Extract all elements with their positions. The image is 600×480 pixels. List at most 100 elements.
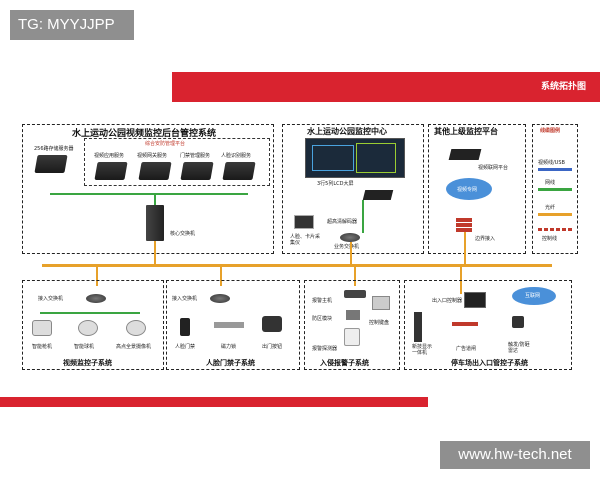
decoder-icon (362, 190, 394, 200)
legend-line-fiber (538, 213, 572, 216)
firewall-icon (456, 218, 472, 232)
watermark-label: www.hw-tech.net (440, 441, 590, 469)
laptop-icon (294, 215, 314, 229)
legend-label-3: 光纤 (545, 205, 556, 211)
face-access-title: 人脸门禁子系统 (206, 358, 255, 367)
dome-camera-icon (78, 320, 98, 336)
video-subsystem-title: 视频监控子系统 (63, 358, 112, 367)
link-parking (460, 264, 462, 294)
core-switch-label: 核心交换机 (170, 231, 196, 237)
face-device-icon (180, 318, 190, 336)
business-switch-icon (340, 233, 360, 242)
server-label-3: 门禁管理服务 (180, 153, 211, 159)
decoder-link (362, 200, 364, 233)
storage-server-icon (34, 155, 68, 173)
link-upper (464, 232, 466, 264)
legend-title: 线缆图例 (540, 128, 561, 134)
display-kiosk-icon (414, 312, 422, 342)
exit-button-icon (262, 316, 282, 332)
keyboard-label: 控制键盘 (369, 320, 390, 326)
zone-module-icon (346, 310, 360, 320)
io-controller-label: 出入口控制器 (432, 298, 463, 304)
platform-server-icon (448, 149, 482, 160)
intrusion-box (304, 280, 400, 370)
alarm-host-label: 报警主机 (312, 298, 333, 304)
link-intrusion (354, 264, 356, 286)
legend-line-net (538, 188, 572, 191)
face-device-label-3: 出门按钮 (262, 344, 283, 350)
detector-icon (344, 328, 360, 346)
camera-label-1: 智能枪机 (32, 344, 53, 350)
camera-label-3: 高点全景摄像机 (116, 344, 152, 350)
zone-module-label: 防区模块 (312, 316, 333, 322)
legend-line-control (538, 228, 572, 231)
decoder-label: 超高清解码器 (327, 219, 358, 225)
backend-bus-line (50, 193, 248, 195)
server-icon-2 (138, 162, 172, 180)
business-switch-label: 业务交换机 (334, 244, 360, 250)
link-face-sub (220, 264, 222, 286)
intrusion-title: 入侵报警子系统 (320, 358, 369, 367)
video-private-net-label: 视频专网 (457, 187, 478, 193)
core-uplink (154, 193, 156, 205)
anticollision-label: 触发/防砸雷达 (508, 342, 530, 354)
capture-camera-icon (512, 316, 524, 328)
bottom-red-bar (0, 397, 428, 407)
server-icon-3 (180, 162, 214, 180)
display-kiosk-label: 新技显示一体机 (412, 344, 433, 356)
control-center-title: 水上运动公园监控中心 (307, 126, 387, 136)
video-access-switch-label: 接入交换机 (38, 296, 64, 302)
camera-label-2: 智能球机 (74, 344, 95, 350)
legend-label-2: 网线 (545, 180, 556, 186)
core-switch-icon (146, 205, 164, 241)
video-backend-box (22, 124, 274, 254)
legend-label-4: 控制线 (542, 236, 558, 242)
face-device-label-1: 人脸门禁 (175, 344, 196, 350)
alarm-host-icon (344, 290, 366, 298)
video-backend-title: 水上运动公园视频监控后台管控系统 (72, 129, 217, 139)
barrier-icon (452, 322, 478, 326)
video-net-platform-label: 视频联网平台 (478, 165, 509, 171)
server-icon-1 (94, 162, 128, 180)
internet-cloud-icon (512, 287, 556, 305)
video-cam-bus (40, 312, 140, 314)
server-label-4: 人脸识别服务 (221, 153, 252, 159)
parking-box (404, 280, 572, 370)
legend-box (532, 124, 578, 254)
io-controller-icon (464, 292, 486, 308)
banner-bar: 系统拓扑图 (172, 72, 600, 102)
backbone-line (42, 264, 552, 267)
border-access-label: 边界接入 (475, 236, 496, 242)
server-label-2: 视频网关服务 (137, 153, 168, 159)
panoramic-camera-icon (126, 320, 146, 336)
cloud-icon (446, 178, 492, 200)
internet-label: 互联网 (525, 293, 541, 299)
server-icon-4 (222, 162, 256, 180)
platform-box (84, 138, 270, 186)
platform-title: 综合安防管理平台 (145, 141, 186, 147)
tg-label: TG: MYYJJPP (10, 10, 134, 40)
link-business (350, 242, 352, 264)
video-access-switch-icon (86, 294, 106, 303)
legend-label-1: 视频线/USB (538, 160, 565, 166)
video-subsystem-box (22, 280, 164, 370)
face-terminal-label: 人脸、卡片采集仪 (290, 234, 321, 246)
bullet-camera-icon (32, 320, 52, 336)
face-access-switch-label: 接入交换机 (172, 296, 198, 302)
link-video-sub (96, 264, 98, 286)
lcd-wall-label: 3行5列LCD大屏 (317, 181, 354, 187)
face-access-box (166, 280, 300, 370)
storage-label: 256路存储服务器 (34, 146, 74, 152)
lcd-wall (305, 138, 405, 178)
link-core (154, 241, 156, 264)
face-access-switch-icon (210, 294, 230, 303)
server-label-1: 视频应用服务 (94, 153, 125, 159)
control-center-box (282, 124, 424, 254)
upper-platform-title: 其他上级监控平台 (434, 126, 498, 136)
upper-platform-box (428, 124, 526, 254)
face-device-label-2: 磁力锁 (221, 344, 237, 350)
parking-title: 停车场出入口管控子系统 (451, 358, 528, 367)
banner-title: 系统拓扑图 (540, 82, 586, 92)
legend-line-video (538, 168, 572, 171)
detector-label: 报警探测器 (312, 346, 338, 352)
